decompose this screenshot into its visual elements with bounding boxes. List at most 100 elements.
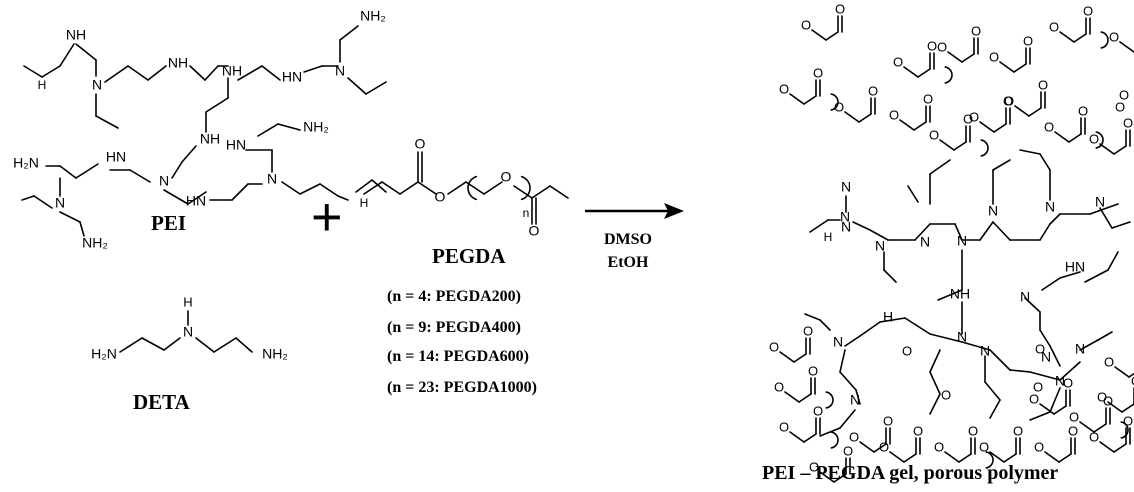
bond (855, 389, 861, 405)
bond (844, 335, 861, 347)
atom-amine_h: H (360, 196, 369, 210)
atom-oxygen: O (801, 17, 811, 32)
bond (1039, 403, 1055, 415)
bond (1019, 149, 1041, 155)
bond (1049, 387, 1061, 413)
bond (839, 409, 856, 429)
bond (1013, 63, 1027, 73)
bond (337, 195, 349, 201)
atom-amine_nh: NH (222, 63, 242, 79)
atom-amine_nh2: NH₂ (82, 235, 108, 251)
atom-oxygen: O (769, 339, 779, 354)
atom-oxygen: O (1131, 373, 1134, 388)
atom-oxygen: O (803, 323, 813, 338)
bond (929, 349, 941, 373)
bond (944, 451, 960, 463)
bond (1014, 105, 1030, 117)
repeat-bracket (520, 175, 531, 201)
atom-amine_h: H (38, 78, 47, 92)
repeat-bracket (980, 139, 989, 157)
atom-oxygen: O (1089, 429, 1099, 444)
atom-oxygen: O (849, 429, 859, 444)
atom-nitrogen: N (55, 195, 65, 211)
bond (789, 431, 805, 443)
atom-oxygen: O (883, 413, 893, 428)
atom-nitrogen: N (335, 63, 345, 79)
atom-oxygen: O (1049, 19, 1059, 34)
bond (859, 441, 875, 453)
atom-oxygen: O (779, 419, 789, 434)
bond (937, 289, 963, 301)
bond (59, 211, 81, 223)
bond (399, 181, 419, 195)
atom-amine_nh: NH (168, 55, 188, 71)
repeat-bracket (944, 66, 953, 84)
atom-oxygen: O (1089, 131, 1099, 146)
atom-amine_h: H (824, 230, 833, 244)
atom-nitrogen: N (850, 392, 860, 408)
bond (95, 115, 119, 129)
bond (1128, 372, 1134, 378)
atom-oxygen: O (1097, 389, 1107, 404)
repeat-bracket (830, 93, 839, 111)
deta-label: DETA (133, 390, 190, 414)
bond (993, 123, 1007, 133)
atom-amine_h2n: H₂N (13, 155, 39, 171)
bond (1049, 213, 1061, 225)
bond (417, 181, 437, 195)
bond (779, 351, 795, 363)
atom-oxygen: O (1004, 93, 1014, 108)
bond (261, 65, 281, 81)
bond (195, 337, 215, 353)
atom-oxygen: O (415, 136, 426, 152)
pegda-variant-600: (n = 14: PEGDA600) (387, 348, 529, 365)
bond (75, 43, 97, 61)
bond (531, 185, 551, 199)
atom-oxygen: O (835, 1, 845, 16)
bond (257, 123, 279, 137)
bond (992, 159, 1011, 171)
atom-oxygen: O (971, 23, 981, 38)
atom-nitrogen: N (988, 203, 998, 219)
bond (447, 181, 467, 195)
bond (299, 183, 321, 195)
atom-nitrogen: N (980, 343, 990, 359)
condition-dmso: DMSO (604, 231, 652, 248)
bond (231, 183, 249, 201)
bond (798, 393, 812, 403)
bond (363, 181, 383, 195)
atom-nitrogen: N (841, 219, 851, 235)
reaction-arrow (585, 203, 684, 219)
bond (913, 121, 927, 131)
atom-nitrogen: N (840, 209, 850, 225)
atom-oxygen: O (1035, 341, 1045, 356)
bond (793, 353, 807, 363)
atom-amine_nh: NH (950, 286, 970, 302)
bond (929, 393, 941, 415)
bond (1097, 331, 1113, 341)
atom-oxygen: O (1063, 375, 1073, 390)
pegda-label: PEGDA (432, 244, 506, 268)
bond (1099, 441, 1115, 453)
bond (803, 95, 817, 105)
atom-oxygen: O (813, 403, 823, 418)
bond (1039, 329, 1051, 347)
atom-oxygen: O (941, 387, 951, 402)
atom-oxygen: O (989, 49, 999, 64)
bond (825, 31, 839, 41)
bond (1073, 33, 1087, 43)
repeat-bracket (1095, 131, 1104, 149)
bond (979, 121, 995, 133)
bond (989, 349, 1011, 371)
bond (1107, 251, 1119, 271)
atom-oxygen: O (893, 54, 903, 69)
atom-oxygen: O (979, 439, 989, 454)
bond (961, 53, 975, 63)
bond (141, 337, 165, 351)
bond (953, 141, 967, 151)
atom-oxygen: O (1119, 87, 1129, 102)
bond (235, 337, 253, 353)
atom-oxygen: O (813, 65, 823, 80)
bond (858, 113, 872, 123)
atom-oxygen: O (937, 39, 947, 54)
